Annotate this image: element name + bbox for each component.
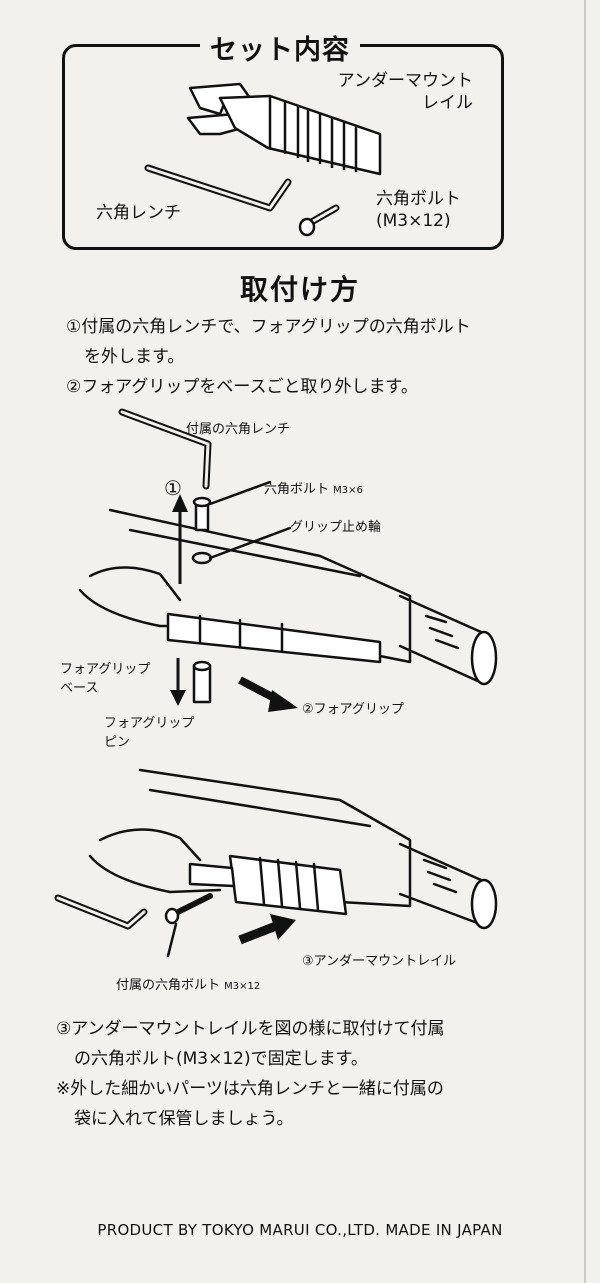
set-contents-title: セット内容 bbox=[200, 28, 360, 67]
note-line1: ※外した細かいパーツは六角レンチと一緒に付属の bbox=[56, 1074, 444, 1104]
d1-hex-bolt-label: 六角ボルト M3×6 bbox=[264, 478, 363, 497]
step3-line1: ③アンダーマウントレイルを図の様に取付けて付属 bbox=[56, 1014, 445, 1044]
d2-included-bolt-size: M3×12 bbox=[224, 981, 260, 992]
bolt-label-size: (M3×12) bbox=[376, 210, 461, 232]
step1-line2: を外します。 bbox=[84, 342, 184, 372]
d1-foregrip-pin-line2: ピン bbox=[104, 731, 194, 750]
footer-text: PRODUCT BY TOKYO MARUI CO.,LTD. MADE IN … bbox=[0, 1221, 600, 1239]
rail-label-line1: アンダーマウント bbox=[318, 70, 473, 92]
step1-line1: ①付属の六角レンチで、フォアグリップの六角ボルト bbox=[66, 312, 471, 342]
step3-line2: の六角ボルト(M3×12)で固定します。 bbox=[74, 1044, 368, 1074]
d1-grip-ring-label: グリップ止め輪 bbox=[290, 516, 381, 535]
d2-included-bolt-name: 付属の六角ボルト bbox=[116, 978, 220, 993]
d1-foregrip-label: ②フォアグリップ bbox=[302, 698, 404, 717]
step2-text: ②フォアグリップをベースごと取り外します。 bbox=[66, 372, 418, 402]
d1-step-number: ① bbox=[164, 476, 182, 500]
note-line2: 袋に入れて保管しましょう。 bbox=[74, 1104, 293, 1134]
d1-hex-bolt-size: M3×6 bbox=[333, 485, 363, 496]
d1-foregrip-base-line1: フォアグリップ bbox=[60, 658, 150, 677]
d1-hex-bolt-name: 六角ボルト bbox=[264, 482, 329, 497]
d2-included-bolt-label: 付属の六角ボルト M3×12 bbox=[116, 974, 260, 993]
d1-wrench-label: 付属の六角レンチ bbox=[186, 418, 290, 437]
d1-foregrip-pin-label: フォアグリップ ピン bbox=[104, 712, 194, 750]
bolt-label-name: 六角ボルト bbox=[376, 188, 461, 210]
d1-foregrip-pin-line1: フォアグリップ bbox=[104, 712, 194, 731]
section-title: 取付け方 bbox=[0, 268, 600, 308]
hex-bolt-illustration bbox=[298, 200, 348, 240]
d1-foregrip-base-label: フォアグリップ ベース bbox=[60, 658, 150, 696]
diagram-attach-rail bbox=[50, 760, 550, 980]
rail-label-line2: レイル bbox=[318, 92, 473, 114]
bolt-label: 六角ボルト (M3×12) bbox=[376, 188, 461, 232]
d1-foregrip-base-line2: ベース bbox=[60, 677, 150, 696]
wrench-label: 六角レンチ bbox=[96, 202, 181, 224]
rail-label: アンダーマウント レイル bbox=[318, 70, 473, 114]
d2-under-rail-label: ③アンダーマウントレイル bbox=[302, 950, 456, 969]
page-edge bbox=[584, 0, 586, 1283]
